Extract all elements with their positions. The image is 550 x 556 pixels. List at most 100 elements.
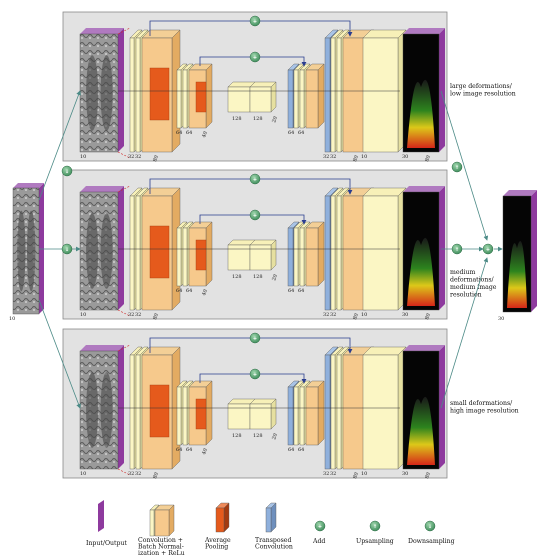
- conv-volume-e-front: [342, 354, 367, 470]
- block-d-channels-2: 64: [298, 447, 304, 453]
- block-c-channels-2: 128: [253, 116, 263, 122]
- legend-up-node-disc: [369, 520, 381, 532]
- main-input-ct-edge: [39, 183, 44, 314]
- final-output-heatmap-heat: [507, 241, 527, 308]
- legend-tconv-swatch-front: [265, 507, 272, 533]
- row-output-heatmap-heat: [407, 237, 435, 306]
- block-b-size: 40: [201, 289, 209, 297]
- add-node-outer-glyph: +: [253, 177, 257, 183]
- upsample-node-middle-disc: [451, 243, 463, 255]
- row-note-line: small deformations/: [450, 400, 513, 407]
- legend-add: + Add: [312, 520, 326, 545]
- conv-plate-b1-front: [176, 227, 182, 287]
- legend-add-node: +: [314, 520, 326, 532]
- row-input-label: 10: [80, 471, 86, 477]
- add-node-inner: +: [249, 368, 261, 380]
- block-b-channels-1: 64: [176, 288, 182, 294]
- block-a-size: 80: [152, 155, 160, 163]
- conv-volume-d: [305, 380, 325, 446]
- legend-tconv-swatch: [265, 502, 277, 533]
- row-note-line: large deformations/: [450, 83, 513, 90]
- add-node-inner-disc: [249, 368, 261, 380]
- legend-input-output: Input/Output: [86, 500, 127, 547]
- legend-down-node: ↓: [424, 520, 436, 532]
- block-c-channels-2: 128: [253, 274, 263, 280]
- block-a-channels-1: 32: [128, 312, 134, 318]
- block-c-size: 20: [271, 116, 279, 124]
- row-note-line: resolution: [450, 292, 482, 299]
- legend-conv-plate-front: [149, 509, 155, 537]
- conv-volume-d: [305, 63, 325, 129]
- conv-plate-e1-front: [330, 195, 336, 311]
- legend-add-node-disc: [314, 520, 326, 532]
- conv-plate-a2-front: [135, 37, 141, 153]
- conv-plate-e1-front: [330, 37, 336, 153]
- legend-add-label: Add: [312, 538, 325, 545]
- merge-add-node-glyph: +: [486, 247, 490, 253]
- conv-volume-e-front: [342, 37, 367, 153]
- legend-io-label: Input/Output: [86, 540, 127, 547]
- row-input-ct-lung-right: [100, 55, 113, 131]
- downsample-node-top: ↓: [61, 165, 73, 177]
- block-b-channels-1: 64: [176, 447, 182, 453]
- add-node-inner-glyph: +: [253, 55, 257, 61]
- row-note-line: high image resolution: [450, 408, 519, 415]
- conv-plate-a1-front: [129, 37, 135, 153]
- legend-down-node-glyph: ↓: [428, 524, 432, 530]
- block-d-channels-1: 64: [288, 288, 294, 294]
- main-input-ct: [12, 183, 44, 315]
- add-node-inner-disc: [249, 209, 261, 221]
- row-output-size: 80: [424, 155, 432, 163]
- main-input-ct-rim: [13, 183, 44, 188]
- add-node-inner: +: [249, 209, 261, 221]
- legend-tconv-label: Transposed: [255, 537, 291, 544]
- conv-plate-b1-front: [176, 69, 182, 129]
- downsample-node-top-disc: [61, 165, 73, 177]
- block-a-size: 80: [152, 472, 160, 480]
- block-c-size: 20: [271, 433, 279, 441]
- block-a-channels-1: 32: [128, 471, 134, 477]
- conv-plate-b1-front: [176, 386, 182, 446]
- tconv-plate-d-front: [287, 386, 294, 446]
- conv-plate-b2-front: [182, 69, 188, 129]
- conv-plate-b2-front: [182, 227, 188, 287]
- block-e-channels-1: 32: [323, 154, 329, 160]
- block-b-channels-2: 64: [186, 288, 192, 294]
- row-output-heatmap-heat: [407, 79, 435, 148]
- row-link-line: [117, 309, 131, 317]
- block-c-channels-1: 128: [232, 274, 242, 280]
- row-output-heatmap: [402, 345, 445, 470]
- downsample-node-top-glyph: ↓: [65, 169, 69, 175]
- row-output-heatmap: [402, 186, 445, 311]
- conv-plate-c2: [249, 81, 277, 113]
- conv-volume-b-side: [205, 380, 213, 446]
- conv-plate-e2-front: [336, 37, 342, 153]
- main-input-ct-lung-left: [17, 210, 26, 292]
- block-a-channels-1: 32: [128, 154, 134, 160]
- conv-volume-f-front: [362, 195, 399, 311]
- row-input-ct-lung-left: [86, 55, 99, 131]
- row-input-ct-rim: [80, 28, 124, 34]
- conv-volume-e-front: [342, 195, 367, 311]
- add-node-inner-glyph: +: [253, 372, 257, 378]
- pool-block-b: [195, 239, 207, 271]
- block-e-channels-1: 32: [323, 312, 329, 318]
- add-node-outer: +: [249, 173, 261, 185]
- row-input-ct: [79, 345, 124, 470]
- tconv-plate-d-front: [287, 227, 294, 287]
- conv-volume-d-side: [317, 63, 325, 129]
- row-output-channels: 30: [402, 471, 408, 477]
- row-link-line: [117, 468, 131, 476]
- row-link-line: [117, 185, 131, 193]
- conv-volume-d: [305, 221, 325, 287]
- conv-plate-a2-front: [135, 195, 141, 311]
- block-b-size: 40: [201, 131, 209, 139]
- row-input-label: 10: [80, 154, 86, 160]
- legend-conv-volume-side: [168, 504, 175, 537]
- legend-tconv-label: Convolution: [255, 544, 293, 551]
- add-node-outer: +: [249, 332, 261, 344]
- tconv-plate-e-front: [324, 37, 331, 153]
- row-input-ct-lung-right: [100, 213, 113, 289]
